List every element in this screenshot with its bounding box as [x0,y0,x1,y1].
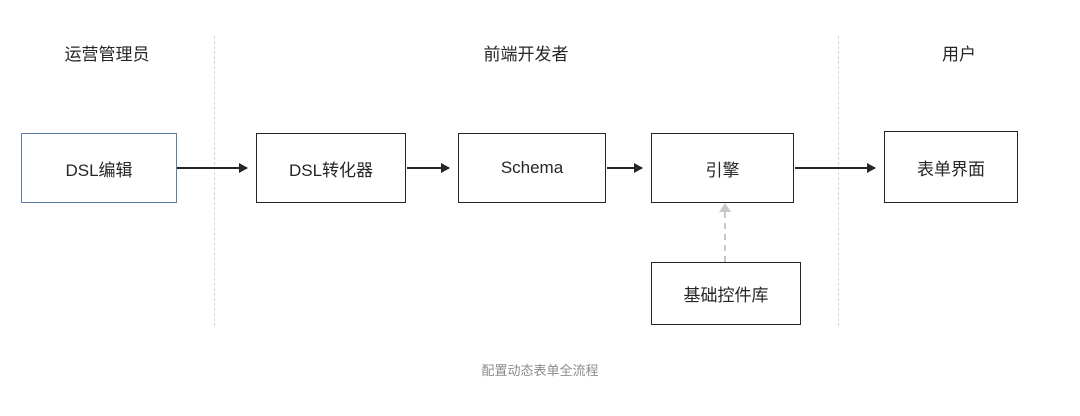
arrow-dsl-converter-to-schema [407,167,449,169]
arrow-schema-to-engine [607,167,642,169]
node-dsl-editor[interactable]: DSL编辑 [21,133,177,203]
node-dsl-converter[interactable]: DSL转化器 [256,133,406,203]
dashed-arrowhead-icon [719,203,731,212]
lane-divider-frontend-user [838,36,839,326]
lane-header-user: 用户 [942,45,976,64]
node-form-ui[interactable]: 表单界面 [884,131,1018,203]
node-engine[interactable]: 引擎 [651,133,794,203]
dashed-arrow-widget-library-to-engine [724,212,726,262]
lane-header-ops: 运营管理员 [64,45,150,64]
lane-divider-ops-frontend [214,36,215,326]
arrow-engine-to-form-ui [795,167,875,169]
figure-caption: 配置动态表单全流程 [481,363,599,378]
node-widget-library[interactable]: 基础控件库 [651,262,801,325]
lane-header-frontend: 前端开发者 [483,45,569,64]
node-schema[interactable]: Schema [458,133,606,203]
arrow-dsl-editor-to-dsl-converter [177,167,247,169]
